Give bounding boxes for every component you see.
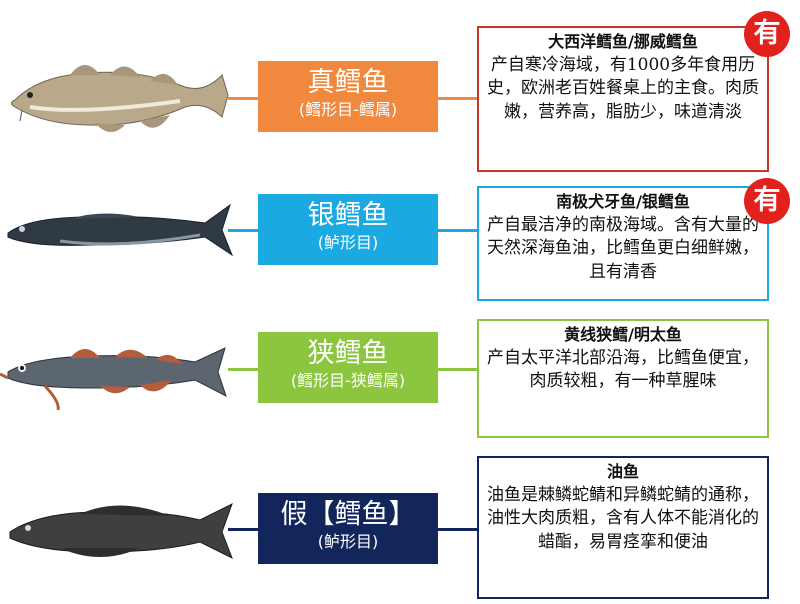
info-description: 产自太平洋北部沿海，比鳕鱼便宜，肉质较粗，有一种草腥味 <box>487 347 759 392</box>
has-badge: 有 <box>744 178 790 224</box>
toothfish-fish-illustration <box>7 203 234 257</box>
category-name: 真鳕鱼 <box>307 67 389 98</box>
atlantic-cod-fish-illustration <box>11 65 229 133</box>
category-name: 狭鳕鱼 <box>307 338 389 369</box>
category-name: 假【鳕鱼】 <box>280 499 416 530</box>
connector-line <box>228 528 260 531</box>
info-description: 产自最洁净的南极海域。含有大量的天然深海鱼油，比鳕鱼更白细鲜嫩，且有清香 <box>487 214 759 282</box>
category-taxon: (鳕形目-狭鳕属) <box>290 371 406 390</box>
category-taxon: (鲈形目) <box>317 532 379 551</box>
info-description: 产自寒冷海域，有1000多年食用历史，欧洲老百姓餐桌上的主食。肉质嫩，营养高，脂… <box>487 54 759 122</box>
info-title: 黄线狭鳕/明太鱼 <box>564 325 682 344</box>
has-badge: 有 <box>744 11 790 57</box>
info-box-escolar: 油鱼 油鱼是棘鳞蛇鲭和异鳞蛇鲭的通称，油性大肉质粗，含有人体不能消化的蜡酯，易胃… <box>477 456 769 599</box>
info-box-pollock: 黄线狭鳕/明太鱼 产自太平洋北部沿海，比鳕鱼便宜，肉质较粗，有一种草腥味 <box>477 319 769 438</box>
info-box-atlantic-cod: 大西洋鳕鱼/挪威鳕鱼 产自寒冷海域，有1000多年食用历史，欧洲老百姓餐桌上的主… <box>477 26 769 172</box>
info-title: 南极犬牙鱼/银鳕鱼 <box>556 192 690 211</box>
category-box-true-cod: 真鳕鱼 (鳕形目-鳕属) <box>258 61 438 132</box>
connector-line <box>438 368 479 371</box>
info-description: 油鱼是棘鳞蛇鲭和异鳞蛇鲭的通称，油性大肉质粗，含有人体不能消化的蜡酯，易胃痉挛和… <box>487 484 759 552</box>
connector-line <box>438 229 479 232</box>
category-taxon: (鳕形目-鳕属) <box>298 100 398 119</box>
category-box-pollock: 狭鳕鱼 (鳕形目-狭鳕属) <box>258 332 438 403</box>
category-name: 银鳕鱼 <box>307 200 389 231</box>
escolar-fish-illustration <box>9 502 233 560</box>
pollock-fish-illustration <box>0 347 227 410</box>
connector-line <box>438 528 479 531</box>
category-box-silver-cod: 银鳕鱼 (鲈形目) <box>258 194 438 265</box>
category-box-fake-cod: 假【鳕鱼】 (鲈形目) <box>258 493 438 564</box>
info-title: 大西洋鳕鱼/挪威鳕鱼 <box>548 32 698 51</box>
connector-line <box>228 229 260 232</box>
info-box-toothfish: 南极犬牙鱼/银鳕鱼 产自最洁净的南极海域。含有大量的天然深海鱼油，比鳕鱼更白细鲜… <box>477 186 769 301</box>
connector-line <box>438 97 479 100</box>
info-title: 油鱼 <box>606 462 639 481</box>
connector-line <box>228 368 260 371</box>
connector-line <box>228 97 260 100</box>
category-taxon: (鲈形目) <box>317 233 379 252</box>
